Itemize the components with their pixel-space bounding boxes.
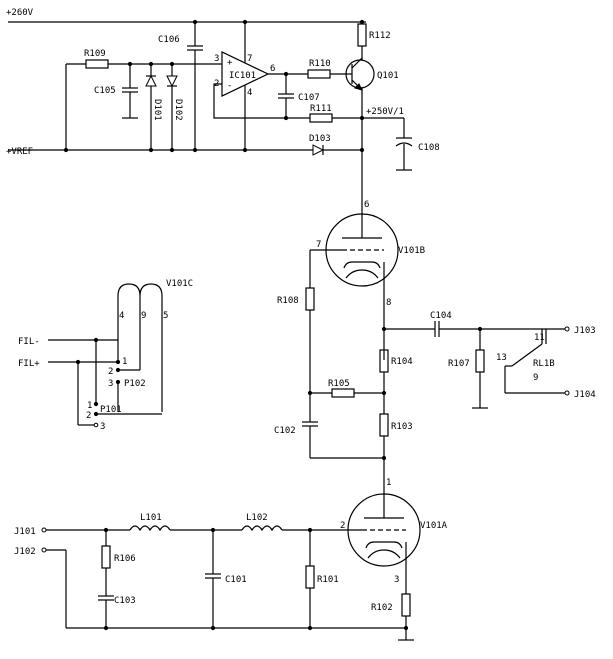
d102-label: D102: [173, 99, 183, 121]
c106-label: C106: [158, 35, 180, 45]
fil-plus-label: FIL+: [18, 359, 40, 369]
r103-resistor: [379, 413, 389, 437]
j102-terminal: [41, 547, 47, 553]
r106-label: R106: [114, 554, 136, 564]
ic101-pin3: 3: [214, 54, 219, 64]
rail-vref-label: +VREF: [6, 147, 33, 157]
p101-pin3: 3: [100, 422, 105, 432]
v101c-pin5: 5: [163, 311, 168, 321]
j104-terminal: [564, 390, 570, 396]
c107-label: C107: [298, 93, 320, 103]
j103-terminal: [564, 326, 570, 332]
v101a-pin1: 1: [386, 478, 391, 488]
v101b-pin8: 8: [386, 298, 391, 308]
v101c-label: V101C: [166, 279, 193, 289]
r101-resistor: [305, 565, 315, 589]
j103-label: J103: [574, 326, 596, 336]
ic101-minus-sign: -: [227, 81, 232, 91]
r111-label: R111: [310, 104, 332, 114]
r102-resistor: [401, 593, 411, 617]
r110-label: R110: [309, 59, 331, 69]
q101-label: Q101: [377, 71, 399, 81]
c108-label: C108: [418, 143, 440, 153]
r108-resistor: [305, 287, 315, 311]
r111-resistor: [309, 113, 333, 123]
d103-label: D103: [309, 134, 331, 144]
j101-terminal: [41, 527, 47, 533]
v101b-heater: [345, 269, 379, 279]
r107-label: R107: [448, 359, 470, 369]
j102-label: J102: [14, 547, 36, 557]
r108-label: R108: [277, 296, 299, 306]
v101a-heater: [367, 549, 401, 559]
v101a-label: V101A: [420, 521, 448, 531]
rail-250v-label: +250V/1: [366, 107, 404, 117]
d102-diode: [166, 75, 178, 88]
ic101-pin6: 6: [270, 64, 275, 74]
p102-pin2: 2: [108, 367, 113, 377]
j101-label: J101: [14, 527, 36, 537]
rl1b-pin9: 9: [533, 373, 538, 383]
p102-label: P102: [124, 379, 146, 389]
v101a-pin3: 3: [394, 575, 399, 585]
v101a-pin2: 2: [340, 521, 345, 531]
r107-resistor: [475, 349, 485, 373]
ic101-pin4: 4: [247, 88, 252, 98]
c102-label: C102: [274, 426, 296, 436]
r109-resistor: [85, 59, 109, 69]
r101-label: R101: [317, 575, 339, 585]
j104-label: J104: [574, 390, 596, 400]
v101c-pin9: 9: [141, 311, 146, 321]
rl1b-pin13: 13: [496, 353, 507, 363]
c103-label: C103: [114, 596, 136, 606]
r104-label: R104: [391, 357, 413, 367]
r112-resistor: [357, 23, 367, 47]
r102-label: R102: [371, 603, 393, 613]
c104-label: C104: [430, 311, 452, 321]
rl1b-label: RL1B: [533, 359, 555, 369]
c101-label: C101: [225, 575, 247, 585]
r103-label: R103: [391, 422, 413, 432]
l102-label: L102: [246, 513, 268, 523]
p102-pin3: 3: [108, 379, 113, 389]
v101b-pin6: 6: [364, 200, 369, 210]
v101c-pin4: 4: [119, 311, 124, 321]
r105-label: R105: [328, 379, 350, 389]
r110-resistor: [307, 69, 331, 79]
v101c-heater: [117, 283, 163, 297]
r109-label: R109: [84, 49, 106, 59]
v101a-cathode: [365, 541, 403, 549]
p102-pin1: 1: [122, 357, 127, 367]
l102-inductor: [241, 525, 283, 532]
rl1b-pin11: 11: [534, 333, 545, 343]
c105-label: C105: [94, 86, 116, 96]
l101-label: L101: [140, 513, 162, 523]
ic101-plus-sign: +: [227, 58, 233, 68]
fil-minus-label: FIL-: [18, 337, 40, 347]
d101-label: D101: [152, 99, 162, 121]
rl1b-contact: [511, 343, 543, 367]
ic101-label: IC101: [229, 71, 256, 81]
p101-pin1: 1: [87, 401, 92, 411]
v101b-cathode: [343, 261, 381, 269]
r112-label: R112: [369, 31, 391, 41]
ic101-pin7: 7: [247, 54, 252, 64]
d101-diode: [145, 74, 157, 87]
rail-260v-label: +260V: [6, 8, 34, 18]
r105-resistor: [331, 388, 355, 398]
v101b-label: V101B: [398, 246, 425, 256]
p101-label: P101: [100, 405, 122, 415]
r106-resistor: [101, 545, 111, 569]
l101-inductor: [129, 525, 171, 532]
v101b-pin7: 7: [316, 240, 321, 250]
d103-diode: [312, 144, 325, 156]
p101-pin2: 2: [86, 411, 91, 421]
